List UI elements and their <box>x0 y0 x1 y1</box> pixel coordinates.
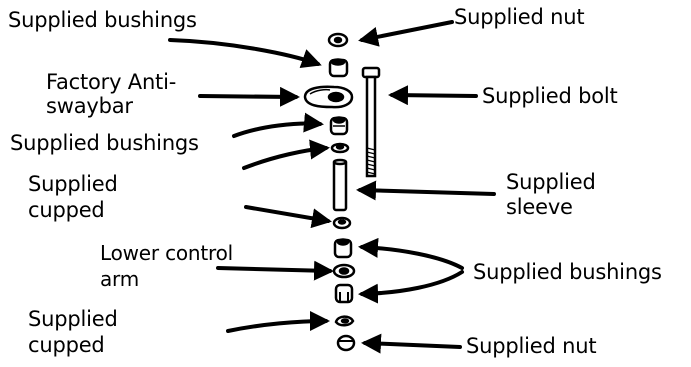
label-supplied-cupped-bottom-line1: Supplied <box>28 307 118 331</box>
sleeve-part <box>332 158 348 212</box>
arrow-supplied-bushings-right-a <box>358 237 464 270</box>
arrow-supplied-sleeve <box>356 180 496 201</box>
arrow-supplied-nut-top <box>358 20 454 47</box>
label-supplied-nut-top: Supplied nut <box>454 5 585 29</box>
bolt-part <box>361 66 381 178</box>
label-supplied-sleeve-line1: Supplied <box>506 170 596 194</box>
top-nut-part <box>327 32 349 48</box>
antisway-bar-end-part <box>303 85 354 109</box>
arrow-supplied-bushings-mid-a <box>232 112 324 138</box>
lower-bottom-bushing-part <box>334 283 354 304</box>
arrow-supplied-cupped-top <box>244 205 332 229</box>
top-bushing-part <box>328 58 349 78</box>
label-lower-control-arm-line1: Lower control <box>100 241 233 265</box>
lower-control-arm-part <box>332 263 356 279</box>
label-factory-antisway-line1: Factory Anti- <box>46 70 177 94</box>
leader-arrows <box>168 20 496 354</box>
label-supplied-cupped-top-line2: cupped <box>28 198 105 222</box>
label-factory-antisway-line2: swaybar <box>46 94 133 118</box>
arrow-supplied-bushings-mid-b <box>242 139 330 170</box>
label-supplied-sleeve-line2: sleeve <box>506 195 573 219</box>
arrow-supplied-bolt <box>388 85 478 106</box>
arrow-supplied-bushings-top <box>168 38 322 69</box>
bottom-nut-part <box>336 334 356 352</box>
arrow-lower-control-arm <box>216 260 334 281</box>
label-lower-control-arm-line2: arm <box>100 267 140 291</box>
bottom-cupped-washer-part <box>334 315 355 327</box>
arrow-supplied-bushings-right-b <box>358 270 464 304</box>
lower-upper-bushing-part <box>333 238 353 259</box>
lower-cupped-washer-part <box>332 216 352 230</box>
label-supplied-nut-bottom: Supplied nut <box>466 334 597 358</box>
arrow-supplied-nut-bottom <box>361 333 462 354</box>
label-supplied-bushings-right: Supplied bushings <box>473 260 662 284</box>
top-cupped-washer-part <box>330 142 350 154</box>
label-supplied-cupped-bottom-line2: cupped <box>28 333 105 357</box>
label-supplied-bushings-mid: Supplied bushings <box>10 131 199 155</box>
middle-bushing-part <box>329 116 349 136</box>
label-supplied-bolt: Supplied bolt <box>482 84 618 108</box>
label-supplied-cupped-top-line1: Supplied <box>28 172 118 196</box>
parts-stack <box>303 32 356 352</box>
arrow-supplied-cupped-bottom <box>226 311 330 333</box>
label-supplied-bushings-top: Supplied bushings <box>8 8 197 32</box>
arrow-antisway <box>198 86 300 107</box>
